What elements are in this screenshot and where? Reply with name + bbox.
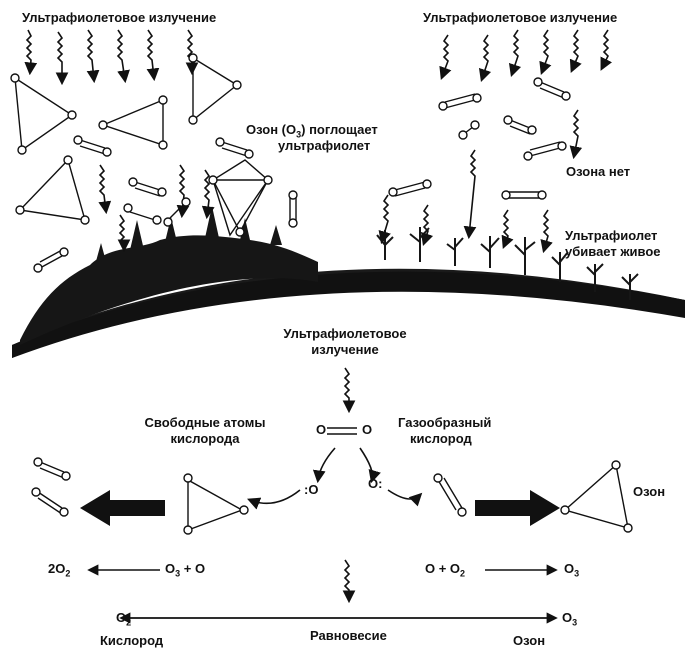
center-o2: O bbox=[362, 422, 373, 437]
ozone-absorbs-text-a: Озон (O bbox=[246, 122, 297, 137]
eq-left-reactants-sub: 3 bbox=[175, 568, 181, 579]
ozone-absorbs-text-b: ) поглощает bbox=[301, 122, 378, 137]
eq-right-product-text: O bbox=[564, 561, 575, 576]
center-process bbox=[247, 367, 423, 604]
free-atoms-label-line1: Свободные атомы bbox=[144, 415, 266, 430]
eq-right-product: O3 bbox=[564, 561, 579, 579]
equation-arrows bbox=[87, 564, 558, 624]
eq-right-product-sub: 3 bbox=[574, 568, 580, 579]
uv-center-label-line2: излучение bbox=[311, 342, 379, 357]
ozone-label-right: Озон bbox=[633, 484, 666, 499]
eq-left-product: 2O2 bbox=[48, 561, 70, 579]
equilibrium-left-name: Кислород bbox=[100, 633, 164, 648]
eq-left-product-sub: 2 bbox=[65, 568, 71, 579]
big-arrows bbox=[80, 490, 560, 526]
uv-kills-label-line2: убивает живое bbox=[565, 244, 661, 259]
uv-rays-right bbox=[378, 29, 613, 254]
free-o-left: :O bbox=[304, 482, 319, 497]
gaseous-label-line1: Газообразный bbox=[398, 415, 492, 430]
center-o1: O bbox=[316, 422, 327, 437]
eq-right-reactants-a: O + O bbox=[425, 561, 461, 576]
oxygen-molecules-top bbox=[33, 77, 571, 273]
equilibrium-left-symbol: O2 bbox=[116, 610, 131, 628]
earth-ground bbox=[12, 271, 685, 358]
equilibrium-right-symbol: O3 bbox=[562, 610, 577, 628]
eq-right-reactants-sub: 2 bbox=[460, 568, 466, 579]
ozone-absorbs-sub: 3 bbox=[296, 129, 302, 140]
uv-rays-left bbox=[24, 29, 215, 253]
equilibrium-right-name: Озон bbox=[513, 633, 546, 648]
no-ozone-label: Озона нет bbox=[566, 164, 631, 179]
ozone-absorbs-label: Озон (O3) поглощает bbox=[246, 122, 378, 143]
eq-left-reactants: O3 + O bbox=[165, 561, 205, 579]
forest-left bbox=[20, 206, 318, 345]
equilibrium-left-symbol-sub: 2 bbox=[126, 617, 132, 628]
equilibrium-right-symbol-text: O bbox=[562, 610, 573, 625]
ozone-absorbs-label-line2: ультрафиолет bbox=[278, 138, 371, 153]
eq-left-product-text: 2O bbox=[48, 561, 66, 576]
equilibrium-center-label: Равновесие bbox=[310, 628, 387, 643]
uv-center-label-line1: Ультрафиолетовое bbox=[283, 326, 407, 341]
free-o-right: O: bbox=[368, 476, 383, 491]
forest-right-dead bbox=[376, 227, 639, 300]
eq-left-reactants-b: + O bbox=[180, 561, 206, 576]
eq-right-reactants: O + O2 bbox=[425, 561, 465, 579]
eq-left-reactants-a: O bbox=[165, 561, 176, 576]
equilibrium-right-symbol-sub: 3 bbox=[572, 617, 578, 628]
ozone-molecules-top bbox=[10, 53, 273, 237]
uv-label-top-right: Ультрафиолетовое излучение bbox=[423, 10, 618, 25]
lower-molecules bbox=[31, 457, 633, 535]
uv-label-top-left: Ультрафиолетовое излучение bbox=[22, 10, 217, 25]
free-atoms-label-line2: кислорода bbox=[170, 431, 240, 446]
uv-kills-label-line1: Ультрафиолет bbox=[565, 228, 658, 243]
gaseous-label-line2: кислород bbox=[410, 431, 472, 446]
equilibrium-left-symbol-text: O bbox=[116, 610, 127, 625]
